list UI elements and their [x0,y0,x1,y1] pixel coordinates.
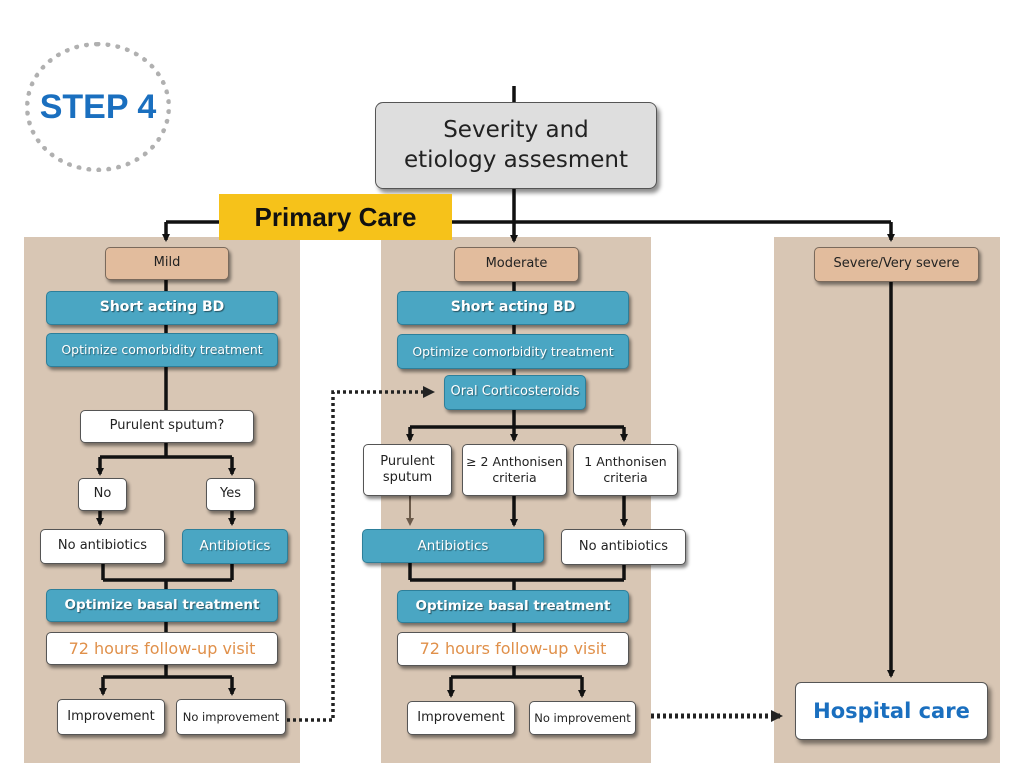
mild-comorbidity-treatment: Optimize comorbidity treatment [46,333,278,367]
purulent-line-2: sputum [382,470,433,485]
mild-purulent-question: Purulent sputum? [80,410,254,443]
moderate-improvement: Improvement [407,701,515,735]
step-badge: STEP 4 [25,42,171,172]
primary-care-label: Primary Care [219,194,452,240]
moderate-optimize-basal: Optimize basal treatment [397,590,629,623]
moderate-purulent-sputum: Purulent sputum [363,444,452,496]
mild-yes-answer: Yes [206,478,255,511]
mild-optimize-basal: Optimize basal treatment [46,589,278,622]
moderate-comorbidity-treatment: Optimize comorbidity treatment [397,334,629,369]
mild-short-acting-bd: Short acting BD [46,291,278,325]
mild-followup-visit: 72 hours follow-up visit [46,632,278,665]
mild-improvement: Improvement [57,699,165,735]
mild-header: Mild [105,247,229,280]
mild-no-improvement: No improvement [176,699,286,735]
purulent-line-1: Purulent [380,453,435,469]
mild-antibiotics: Antibiotics [182,529,288,564]
mild-no-antibiotics: No antibiotics [40,529,165,564]
severe-header: Severe/Very severe [814,247,979,282]
mild-no-answer: No [78,478,127,511]
moderate-no-antibiotics: No antibiotics [561,529,686,565]
moderate-antibiotics: Antibiotics [362,529,544,563]
anthonisen2-line-1: ≥ 2 Anthonisen [466,454,563,470]
moderate-header: Moderate [454,247,579,282]
anthonisen1-line-1: 1 Anthonisen [584,454,667,470]
moderate-short-acting-bd: Short acting BD [397,291,629,325]
severity-line-2: etiology assesment [404,146,628,173]
moderate-followup-visit: 72 hours follow-up visit [397,632,629,666]
moderate-oral-corticosteroids: Oral Corticosteroids [444,375,586,410]
severity-line-1: Severity and [443,116,589,143]
moderate-no-improvement: No improvement [529,701,636,735]
severity-assessment-node: Severity and etiology assesment [375,102,657,189]
anthonisen2-line-2: criteria [492,470,537,485]
moderate-anthonisen-1-criteria: 1 Anthonisen criteria [573,444,678,496]
hospital-care-node: Hospital care [795,682,988,740]
moderate-anthonisen-2-criteria: ≥ 2 Anthonisen criteria [462,444,567,496]
anthonisen1-line-2: criteria [603,470,648,485]
